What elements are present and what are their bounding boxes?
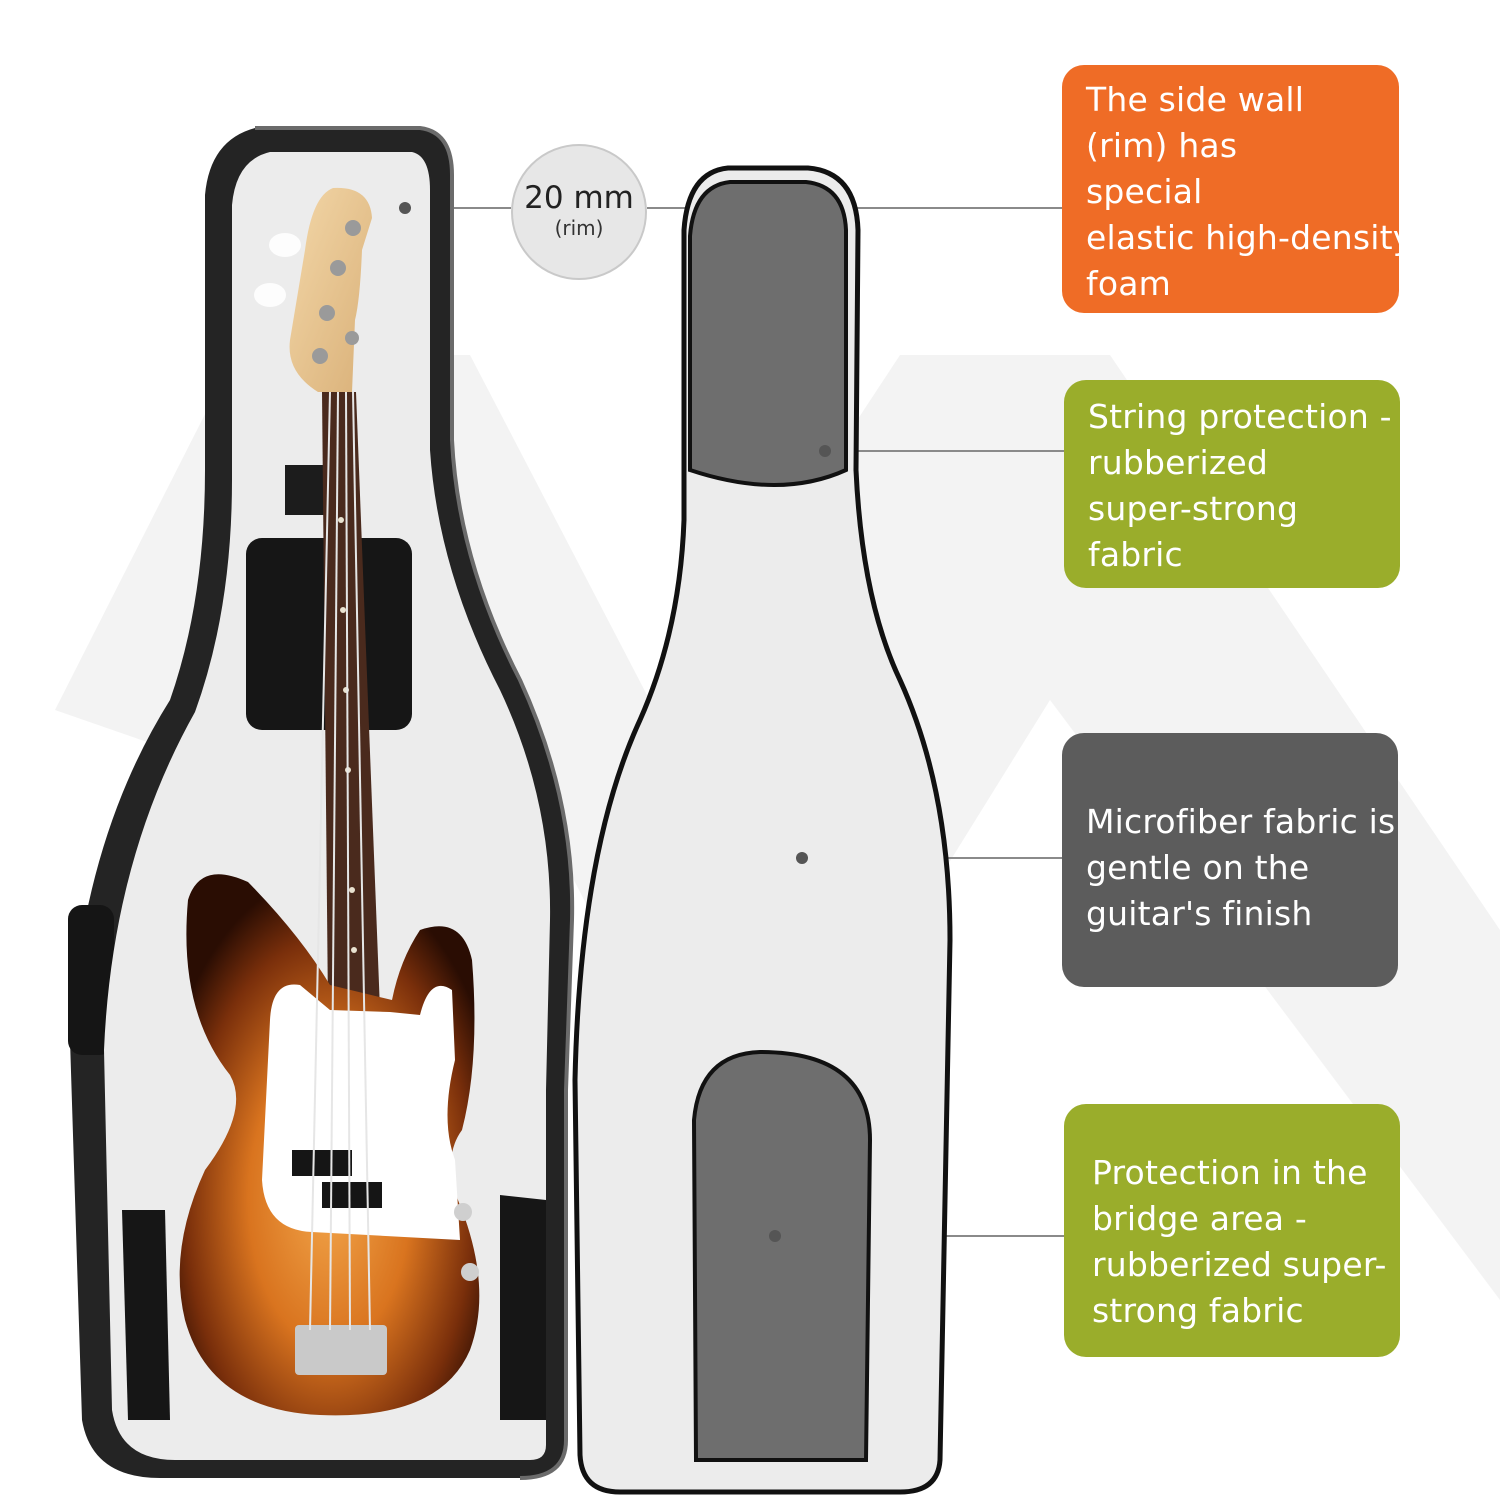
callout-microfiber: Microfiber fabric is gentle on the guita… <box>1062 733 1398 987</box>
bass-guitar <box>179 187 480 1416</box>
callout-line: (rim) has <box>1086 126 1238 165</box>
callout-line: String protection - <box>1088 397 1392 436</box>
callout-line: Protection in the <box>1092 1153 1368 1192</box>
callout-line: The side wall <box>1086 80 1305 119</box>
dot-rim <box>399 202 411 214</box>
dot-micro <box>796 852 808 864</box>
callout-line: super-strong <box>1088 489 1299 528</box>
callout-line: foam <box>1086 264 1171 303</box>
callout-line: guitar's finish <box>1086 894 1313 933</box>
callout-line: strong fabric <box>1092 1291 1304 1330</box>
callout-line: bridge area - <box>1092 1199 1307 1238</box>
callout-line: gentle on the <box>1086 848 1310 887</box>
rim-thickness-unit: (rim) <box>554 216 604 240</box>
callout-side-wall: The side wall (rim) has special elastic … <box>1062 65 1413 313</box>
callout-line: Microfiber fabric is <box>1086 802 1396 841</box>
callout-bridge-protection: Protection in the bridge area - rubberiz… <box>1064 1104 1400 1357</box>
rim-thickness-value: 20 mm <box>524 180 634 216</box>
bag-right-half <box>572 165 953 1495</box>
callout-line: special <box>1086 172 1203 211</box>
rim-thickness-badge: 20 mm (rim) <box>511 144 647 280</box>
callout-string-protection: String protection - rubberized super-str… <box>1064 380 1400 588</box>
callout-line: rubberized <box>1088 443 1268 482</box>
callout-line: elastic high-density <box>1086 218 1413 257</box>
dot-strings <box>819 445 831 457</box>
callout-line: rubberized super- <box>1092 1245 1387 1284</box>
callout-line: fabric <box>1088 535 1183 574</box>
dot-bridge <box>769 1230 781 1242</box>
